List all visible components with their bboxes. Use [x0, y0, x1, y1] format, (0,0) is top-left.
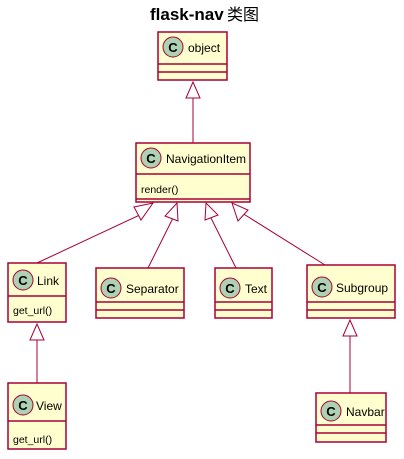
class-text: C Text — [214, 267, 273, 319]
class-marker-icon — [162, 36, 184, 58]
svg-text:C: C — [106, 281, 116, 296]
class-object: C object — [157, 31, 228, 81]
class-marker-icon — [219, 277, 241, 299]
diagram-title-suffix: 类图 — [227, 5, 259, 24]
svg-text:C: C — [317, 280, 327, 295]
class-marker-icon — [311, 276, 333, 298]
arrowhead-link — [133, 202, 155, 221]
class-navigationitem: C NavigationItem render() — [135, 142, 251, 203]
class-name: Navbar — [346, 405, 385, 419]
edge-text-navigationitem — [210, 217, 237, 269]
inheritance-edges — [29, 80, 358, 393]
arrowhead-subgroup — [231, 202, 249, 222]
edge-link-navigationitem — [36, 212, 145, 264]
method-render: render() — [141, 184, 178, 196]
edge-separator-navigationitem — [147, 217, 174, 269]
arrowhead-object — [185, 80, 201, 99]
class-name: object — [188, 41, 221, 55]
class-separator: C Separator — [95, 267, 185, 319]
method-get-url: get_url() — [13, 305, 52, 317]
svg-text:C: C — [18, 273, 28, 288]
svg-text:C: C — [18, 398, 28, 413]
class-marker-icon — [320, 400, 342, 422]
svg-text:C: C — [326, 404, 336, 419]
class-name: NavigationItem — [166, 152, 246, 166]
class-name: Subgroup — [336, 281, 388, 295]
class-name: Separator — [126, 282, 179, 296]
arrowhead-subgroup-from-navbar — [342, 318, 358, 337]
class-marker-icon — [140, 147, 162, 169]
class-marker-icon — [100, 277, 122, 299]
arrowhead-link-from-view — [29, 322, 45, 341]
class-link: C Link get_url() — [7, 262, 67, 323]
class-view: C View get_url() — [7, 382, 67, 450]
class-marker-icon — [12, 394, 34, 416]
arrowhead-text — [204, 201, 219, 221]
edge-subgroup-navigationitem — [241, 212, 326, 266]
svg-text:C: C — [225, 281, 235, 296]
class-name: Text — [245, 282, 268, 296]
arrowhead-separator — [164, 201, 179, 222]
diagram-title: flask-nav — [150, 5, 224, 24]
svg-text:C: C — [146, 151, 156, 166]
svg-text:C: C — [168, 40, 178, 55]
method-get-url: get_url() — [13, 434, 52, 446]
class-name: View — [36, 399, 62, 413]
class-marker-icon — [12, 269, 34, 291]
class-subgroup: C Subgroup — [306, 264, 396, 319]
class-navbar: C Navbar — [315, 392, 387, 443]
class-name: Link — [37, 274, 60, 288]
